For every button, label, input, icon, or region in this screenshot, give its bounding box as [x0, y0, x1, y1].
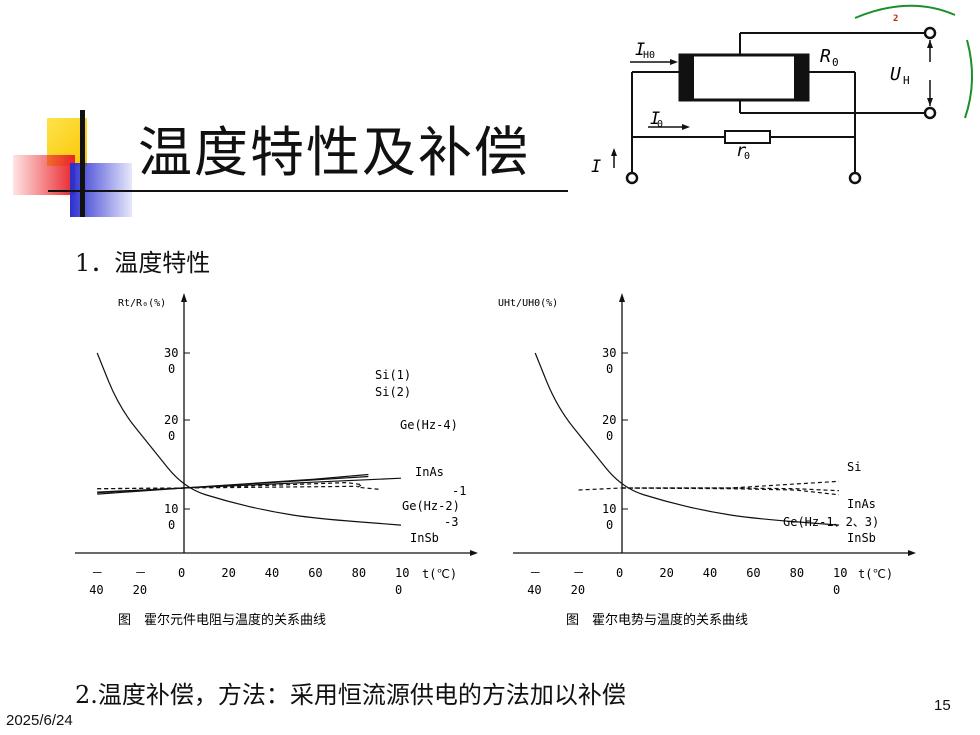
y-tick-label: 0 — [606, 518, 613, 532]
y-tick-label: 20 — [602, 413, 616, 427]
decorative-arc-top — [854, 4, 956, 19]
y-tick-label: 0 — [168, 518, 175, 532]
terminal-top — [923, 26, 937, 40]
y-axis-arrow — [181, 293, 187, 302]
x-tick-label: － — [91, 566, 103, 580]
x-tick-label: 20 — [221, 566, 235, 580]
x-tick-label: 40 — [89, 583, 103, 597]
series-annotation: InAs — [847, 497, 876, 511]
y-tick-label: 0 — [606, 429, 613, 443]
x-tick-label: 0 — [395, 583, 402, 597]
x-tick-label: 20 — [571, 583, 585, 597]
x-tick-label: 40 — [703, 566, 717, 580]
series-annotation: Ge(Hz-4) — [400, 418, 458, 432]
y-tick-label: 20 — [164, 413, 178, 427]
label-i0: I — [650, 109, 660, 129]
chart-hall-voltage-temperature: UHt/UH0(%) t(℃) 30 0 20 0 10 0 － 40 － 20 0 20 40 60 80 10… — [498, 293, 916, 628]
label-uh-sub: H — [903, 74, 910, 87]
x-tick-label: 10 — [833, 566, 847, 580]
x-tick-label: 40 — [527, 583, 541, 597]
terminal-input-left — [625, 171, 639, 185]
slide-title: 温度特性及补偿 — [138, 121, 530, 184]
hall-circuit-diagram: 2 I H0 R 0 U H I 0 r 0 I — [591, 4, 974, 185]
page-number: 15 — [934, 697, 951, 714]
series-annotation: -3 — [444, 515, 458, 529]
series-line-inas — [578, 487, 840, 492]
x-tick-label: － — [135, 566, 147, 580]
x-tick-label: 0 — [178, 566, 185, 580]
section-heading-1: 1．温度特性 — [75, 249, 211, 277]
label-small-r0: r — [736, 141, 747, 161]
y-tick-label: 0 — [168, 362, 175, 376]
x-axis-label: t(℃) — [422, 567, 457, 581]
svg-text:2: 2 — [893, 14, 898, 24]
section-heading-2: 2.温度补偿，方法：采用恒流源供电的方法加以补偿 — [75, 681, 626, 709]
terminal-bottom — [923, 106, 937, 120]
x-tick-label: 60 — [308, 566, 322, 580]
series-annotation: Si(1) — [375, 368, 411, 382]
x-tick-label: 0 — [833, 583, 840, 597]
series-line-ge-hz-2- — [97, 481, 380, 490]
y-tick-label: 0 — [606, 362, 613, 376]
label-ih0: I — [635, 40, 645, 60]
label-ih0-sub: H0 — [643, 50, 655, 61]
series-annotation: Si(2) — [375, 385, 411, 399]
x-tick-label: 80 — [352, 566, 366, 580]
decorative-arc-right — [964, 39, 974, 119]
hall-element — [678, 53, 810, 102]
x-tick-label: 10 — [395, 566, 409, 580]
resistor-r0 — [724, 130, 771, 144]
label-i: I — [591, 157, 601, 177]
y-tick-label: 30 — [164, 346, 178, 360]
slide-date: 2025/6/24 — [6, 712, 73, 729]
series-annotation: Si — [847, 460, 861, 474]
label-uh: U — [890, 64, 901, 85]
series-annotation: InSb — [410, 531, 439, 545]
x-axis-arrow — [470, 550, 478, 556]
series-annotation: Ge(Hz-2) — [402, 499, 460, 513]
y-tick-label: 10 — [164, 502, 178, 516]
series-line-insb — [534, 352, 840, 526]
chart-caption: 图 霍尔元件电阻与温度的关系曲线 — [118, 612, 326, 628]
y-tick-label: 10 — [602, 502, 616, 516]
y-axis-label: UHt/UH0(%) — [498, 298, 558, 309]
y-axis-arrow — [619, 293, 625, 302]
x-tick-label: 0 — [616, 566, 623, 580]
x-tick-label: 60 — [746, 566, 760, 580]
x-tick-label: 40 — [265, 566, 279, 580]
terminal-input-right — [848, 171, 862, 185]
chart-caption: 图 霍尔电势与温度的关系曲线 — [566, 612, 748, 628]
label-r0-sub: 0 — [832, 56, 839, 69]
series-annotation: Ge(Hz-1、2、3) — [783, 515, 879, 529]
series-annotation: InSb — [847, 531, 876, 545]
x-tick-label: 80 — [790, 566, 804, 580]
series-annotation: InAs — [415, 465, 444, 479]
y-tick-label: 0 — [168, 429, 175, 443]
series-line-ge-hz-4- — [97, 477, 402, 493]
label-r0: R — [820, 46, 831, 67]
title-horizontal-rule — [48, 190, 568, 192]
x-axis-label: t(℃) — [858, 567, 893, 581]
x-axis-arrow — [908, 550, 916, 556]
series-line-ge-hz-1-2-3- — [621, 487, 840, 496]
x-tick-label: － — [529, 566, 541, 580]
title-decoration-red — [13, 155, 75, 195]
y-tick-label: 30 — [602, 346, 616, 360]
x-tick-label: 20 — [133, 583, 147, 597]
series-line-insb — [96, 352, 402, 526]
series-line-si — [622, 480, 840, 489]
series-line-inas — [97, 485, 358, 490]
x-tick-label: － — [573, 566, 585, 580]
y-axis-label: Rt/R₀(%) — [118, 298, 166, 309]
series-annotation: -1 — [452, 484, 466, 498]
title-vertical-rule — [80, 110, 85, 217]
label-i0-sub: 0 — [657, 119, 663, 130]
label-small-r0-sub: 0 — [744, 151, 750, 162]
series-line-si-2- — [97, 475, 369, 495]
x-tick-label: 20 — [659, 566, 673, 580]
